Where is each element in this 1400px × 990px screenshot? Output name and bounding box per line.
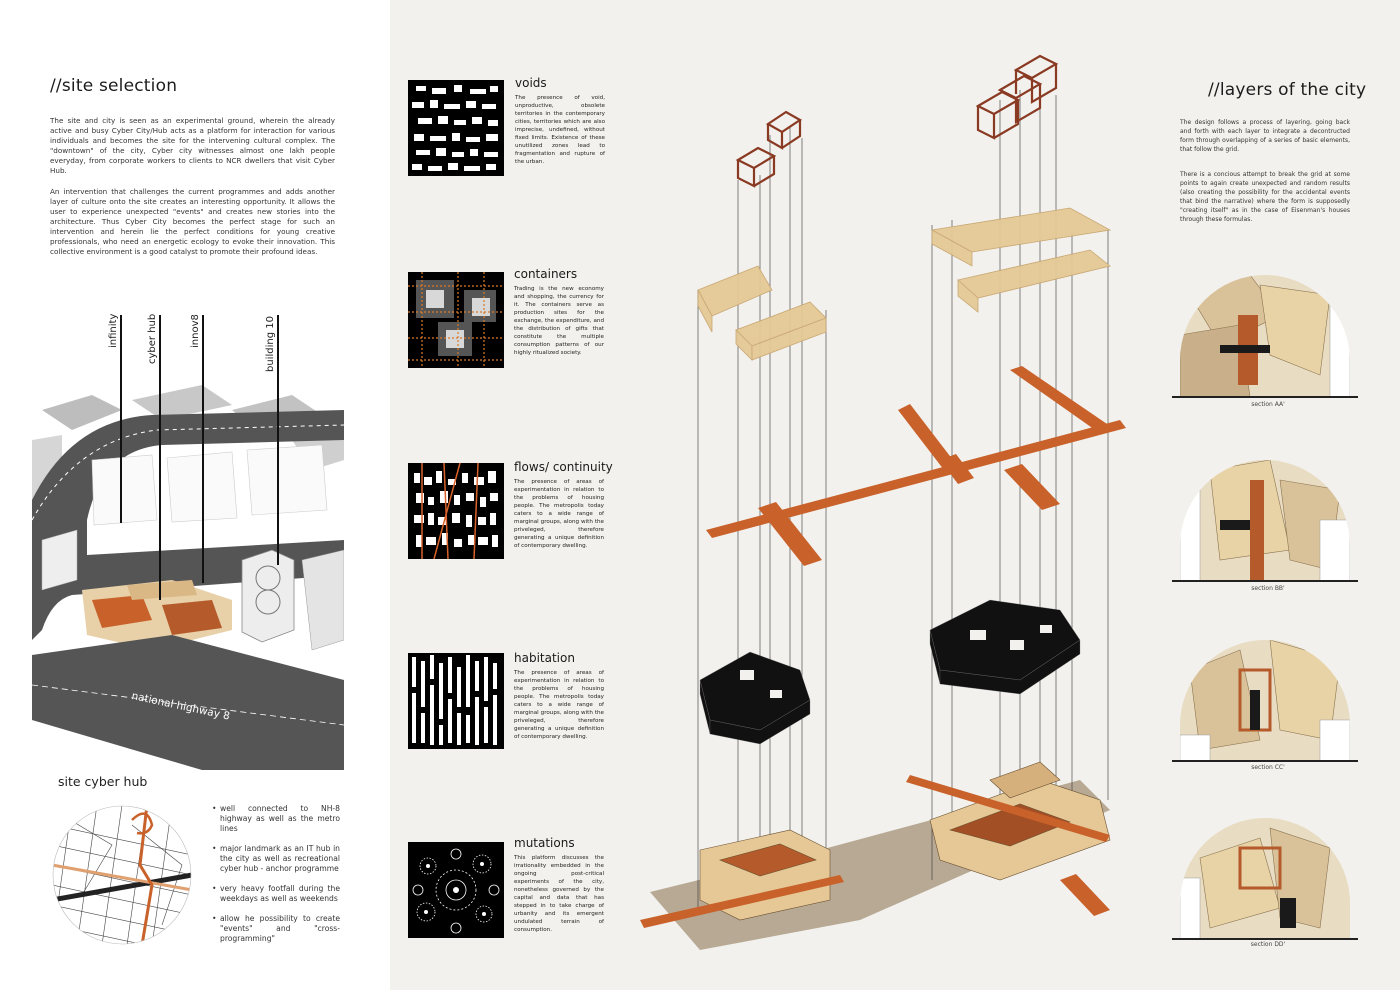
layers-title: //layers of the city bbox=[1208, 80, 1367, 100]
card-title-voids: voids bbox=[515, 76, 547, 90]
card-title-flows: flows/ continuity bbox=[514, 460, 613, 474]
section-aa-caption: section AA' bbox=[1251, 401, 1285, 408]
bullet-item: very heavy footfall during the weekdays … bbox=[212, 884, 340, 904]
callout-line-cyber-hub bbox=[159, 315, 161, 600]
callout-line-innov8 bbox=[202, 315, 204, 583]
card-title-habitation: habitation bbox=[514, 651, 575, 665]
card-title-containers: containers bbox=[514, 267, 578, 281]
site-intro-paragraph: The site and city is seen as an experime… bbox=[50, 116, 335, 175]
layers-paragraph-2: There is a concious attempt to break the… bbox=[1180, 171, 1350, 223]
bullet-item: major landmark as an IT hub in the city … bbox=[212, 844, 340, 874]
callout-label-building-10: building 10 bbox=[265, 316, 276, 372]
section-cc-baseline bbox=[1172, 760, 1358, 762]
site-intervention-paragraph: An intervention that challenges the curr… bbox=[50, 187, 335, 256]
callout-line-building-10 bbox=[277, 315, 279, 565]
mutations-thumbnail bbox=[408, 842, 504, 938]
site-selection-title: //site selection bbox=[50, 76, 178, 96]
exploded-axonometric bbox=[640, 54, 1126, 950]
location-circle-map bbox=[52, 805, 192, 945]
section-aa-baseline bbox=[1172, 396, 1358, 398]
section-cc-caption: section CC' bbox=[1251, 764, 1285, 771]
card-text-habitation: The presence of areas of experimentation… bbox=[514, 670, 604, 740]
card-title-mutations: mutations bbox=[514, 836, 575, 850]
containers-thumbnail bbox=[408, 272, 504, 368]
section-dd-baseline bbox=[1172, 938, 1358, 940]
card-text-voids: The presence of void, unproductive, obso… bbox=[515, 95, 605, 165]
callout-label-innov8: innov8 bbox=[190, 314, 201, 348]
callout-label-infinity: infinity bbox=[108, 313, 119, 348]
section-cc-drawing bbox=[1180, 640, 1350, 762]
card-text-containers: Trading is the new economy and shopping,… bbox=[514, 286, 604, 356]
callout-line-infinity bbox=[120, 315, 122, 523]
card-text-mutations: This platform discusses the irrationalit… bbox=[514, 855, 604, 933]
callout-label-cyber-hub: cyber hub bbox=[147, 313, 158, 364]
flows-thumbnail bbox=[408, 463, 504, 559]
bullet-item: allow he possibility to create "events" … bbox=[212, 914, 340, 944]
section-bb-baseline bbox=[1172, 580, 1358, 582]
habitation-thumbnail bbox=[408, 653, 504, 749]
bullet-item: well connected to NH-8 highway as well a… bbox=[212, 804, 340, 834]
section-dd-caption: section DD' bbox=[1250, 941, 1286, 948]
card-text-flows: The presence of areas of experimentation… bbox=[514, 479, 604, 549]
site-bullet-list: well connected to NH-8 highway as well a… bbox=[212, 804, 340, 954]
section-bb-caption: section BB' bbox=[1251, 585, 1285, 592]
site-selection-panel: //site selection The site and city is se… bbox=[0, 0, 390, 990]
voids-thumbnail bbox=[408, 80, 504, 176]
site-cyber-hub-title: site cyber hub bbox=[58, 774, 148, 789]
layers-paragraph-1: The design follows a process of layering… bbox=[1180, 119, 1350, 153]
